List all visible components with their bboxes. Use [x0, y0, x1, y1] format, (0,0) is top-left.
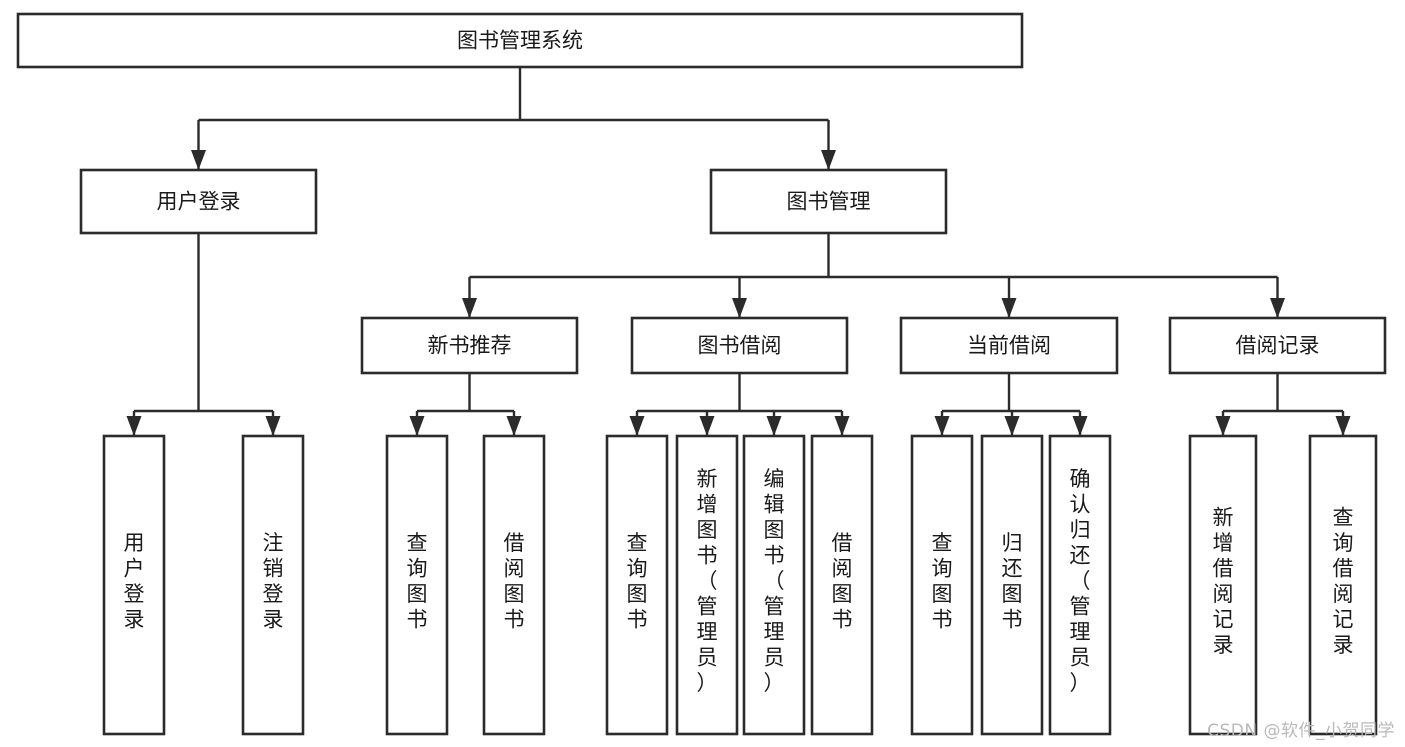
arrow-head-icon: [506, 416, 522, 436]
arrow-head-icon: [834, 416, 850, 436]
arrow-head-icon: [766, 416, 782, 436]
node-root[interactable]: 图书管理系统: [16, 12, 1024, 69]
csdn-watermark: CSDN @软件_小贺同学: [1207, 721, 1395, 741]
node-leaf-query-book-current[interactable]: 查询图书: [910, 434, 974, 736]
node-label: 查询图书: [407, 531, 428, 632]
arrow-head-icon: [126, 416, 142, 436]
node-box: [102, 434, 166, 736]
arrow-head-icon: [1004, 416, 1020, 436]
node-book-borrow[interactable]: 图书借阅: [630, 316, 849, 375]
node-leaf-user-login[interactable]: 用户登录: [102, 434, 166, 736]
node-box: [1048, 434, 1112, 736]
node-leaf-query-record[interactable]: 查询借阅记录: [1308, 434, 1378, 736]
node-label: 注销登录: [263, 531, 284, 632]
node-label: 借阅图书: [832, 531, 853, 632]
arrow-head-icon: [629, 416, 645, 436]
node-leaf-add-record[interactable]: 新增借阅记录: [1188, 434, 1258, 736]
node-box: [742, 434, 806, 736]
node-box: [709, 168, 948, 235]
arrow-head-icon: [191, 150, 206, 170]
node-label: 查询图书: [932, 531, 953, 632]
node-label: 归还图书: [1002, 531, 1023, 632]
arrow-head-icon: [462, 298, 477, 318]
node-label: 用户登录: [124, 531, 145, 632]
node-box: [79, 168, 318, 235]
node-leaf-borrow-book[interactable]: 借阅图书: [810, 434, 874, 736]
arrow-head-icon: [409, 416, 425, 436]
node-box: [899, 316, 1119, 375]
node-box: [675, 434, 739, 736]
node-box: [910, 434, 974, 736]
node-label: 新书推荐: [428, 334, 512, 358]
node-label: 确认归还（管理员）: [1070, 467, 1091, 695]
node-box: [980, 434, 1044, 736]
node-box: [605, 434, 669, 736]
arrow-head-icon: [699, 416, 715, 436]
node-leaf-query-book-rec[interactable]: 查询图书: [385, 434, 449, 736]
node-box: [482, 434, 546, 736]
node-box: [385, 434, 449, 736]
node-box: [810, 434, 874, 736]
node-new-book-rec[interactable]: 新书推荐: [360, 316, 579, 375]
node-box: [1168, 316, 1387, 375]
node-leaf-add-book[interactable]: 新增图书（管理员）: [675, 434, 739, 736]
node-label: 图书借阅: [698, 334, 782, 358]
node-box: [1308, 434, 1378, 736]
node-book-manage[interactable]: 图书管理: [709, 168, 948, 235]
node-label: 当前借阅: [967, 334, 1051, 358]
node-box: [241, 434, 305, 736]
arrow-head-icon: [1215, 416, 1231, 436]
node-leaf-return-book[interactable]: 归还图书: [980, 434, 1044, 736]
arrow-head-icon: [1001, 298, 1017, 318]
node-box: [360, 316, 579, 375]
node-leaf-query-book-borrow[interactable]: 查询图书: [605, 434, 669, 736]
node-leaf-borrow-book-rec[interactable]: 借阅图书: [482, 434, 546, 736]
node-label: 新增借阅记录: [1213, 505, 1234, 657]
node-borrow-record[interactable]: 借阅记录: [1168, 316, 1387, 375]
node-leaf-edit-book[interactable]: 编辑图书（管理员）: [742, 434, 806, 736]
node-label: 借阅图书: [504, 531, 525, 632]
arrow-head-icon: [821, 150, 836, 170]
arrow-head-icon: [732, 298, 747, 318]
arrow-head-icon: [1335, 416, 1351, 436]
node-label: 编辑图书（管理员）: [764, 467, 785, 695]
node-leaf-logout[interactable]: 注销登录: [241, 434, 305, 736]
node-box: [16, 12, 1024, 69]
arrow-head-icon: [934, 416, 950, 436]
node-label: 图书管理: [787, 190, 871, 214]
node-leaf-confirm-return[interactable]: 确认归还（管理员）: [1048, 434, 1112, 736]
arrow-head-icon: [1072, 416, 1088, 436]
node-label: 借阅记录: [1236, 334, 1320, 358]
node-box: [630, 316, 849, 375]
arrow-head-icon: [265, 416, 281, 436]
node-label: 查询图书: [627, 531, 648, 632]
arrow-head-icon: [1270, 298, 1285, 318]
node-user-login[interactable]: 用户登录: [79, 168, 318, 235]
node-current-borrow[interactable]: 当前借阅: [899, 316, 1119, 375]
node-box: [1188, 434, 1258, 736]
node-label: 用户登录: [157, 190, 241, 214]
node-label: 新增图书（管理员）: [697, 467, 718, 695]
node-label: 查询借阅记录: [1333, 505, 1354, 657]
node-label: 图书管理系统: [457, 29, 583, 53]
